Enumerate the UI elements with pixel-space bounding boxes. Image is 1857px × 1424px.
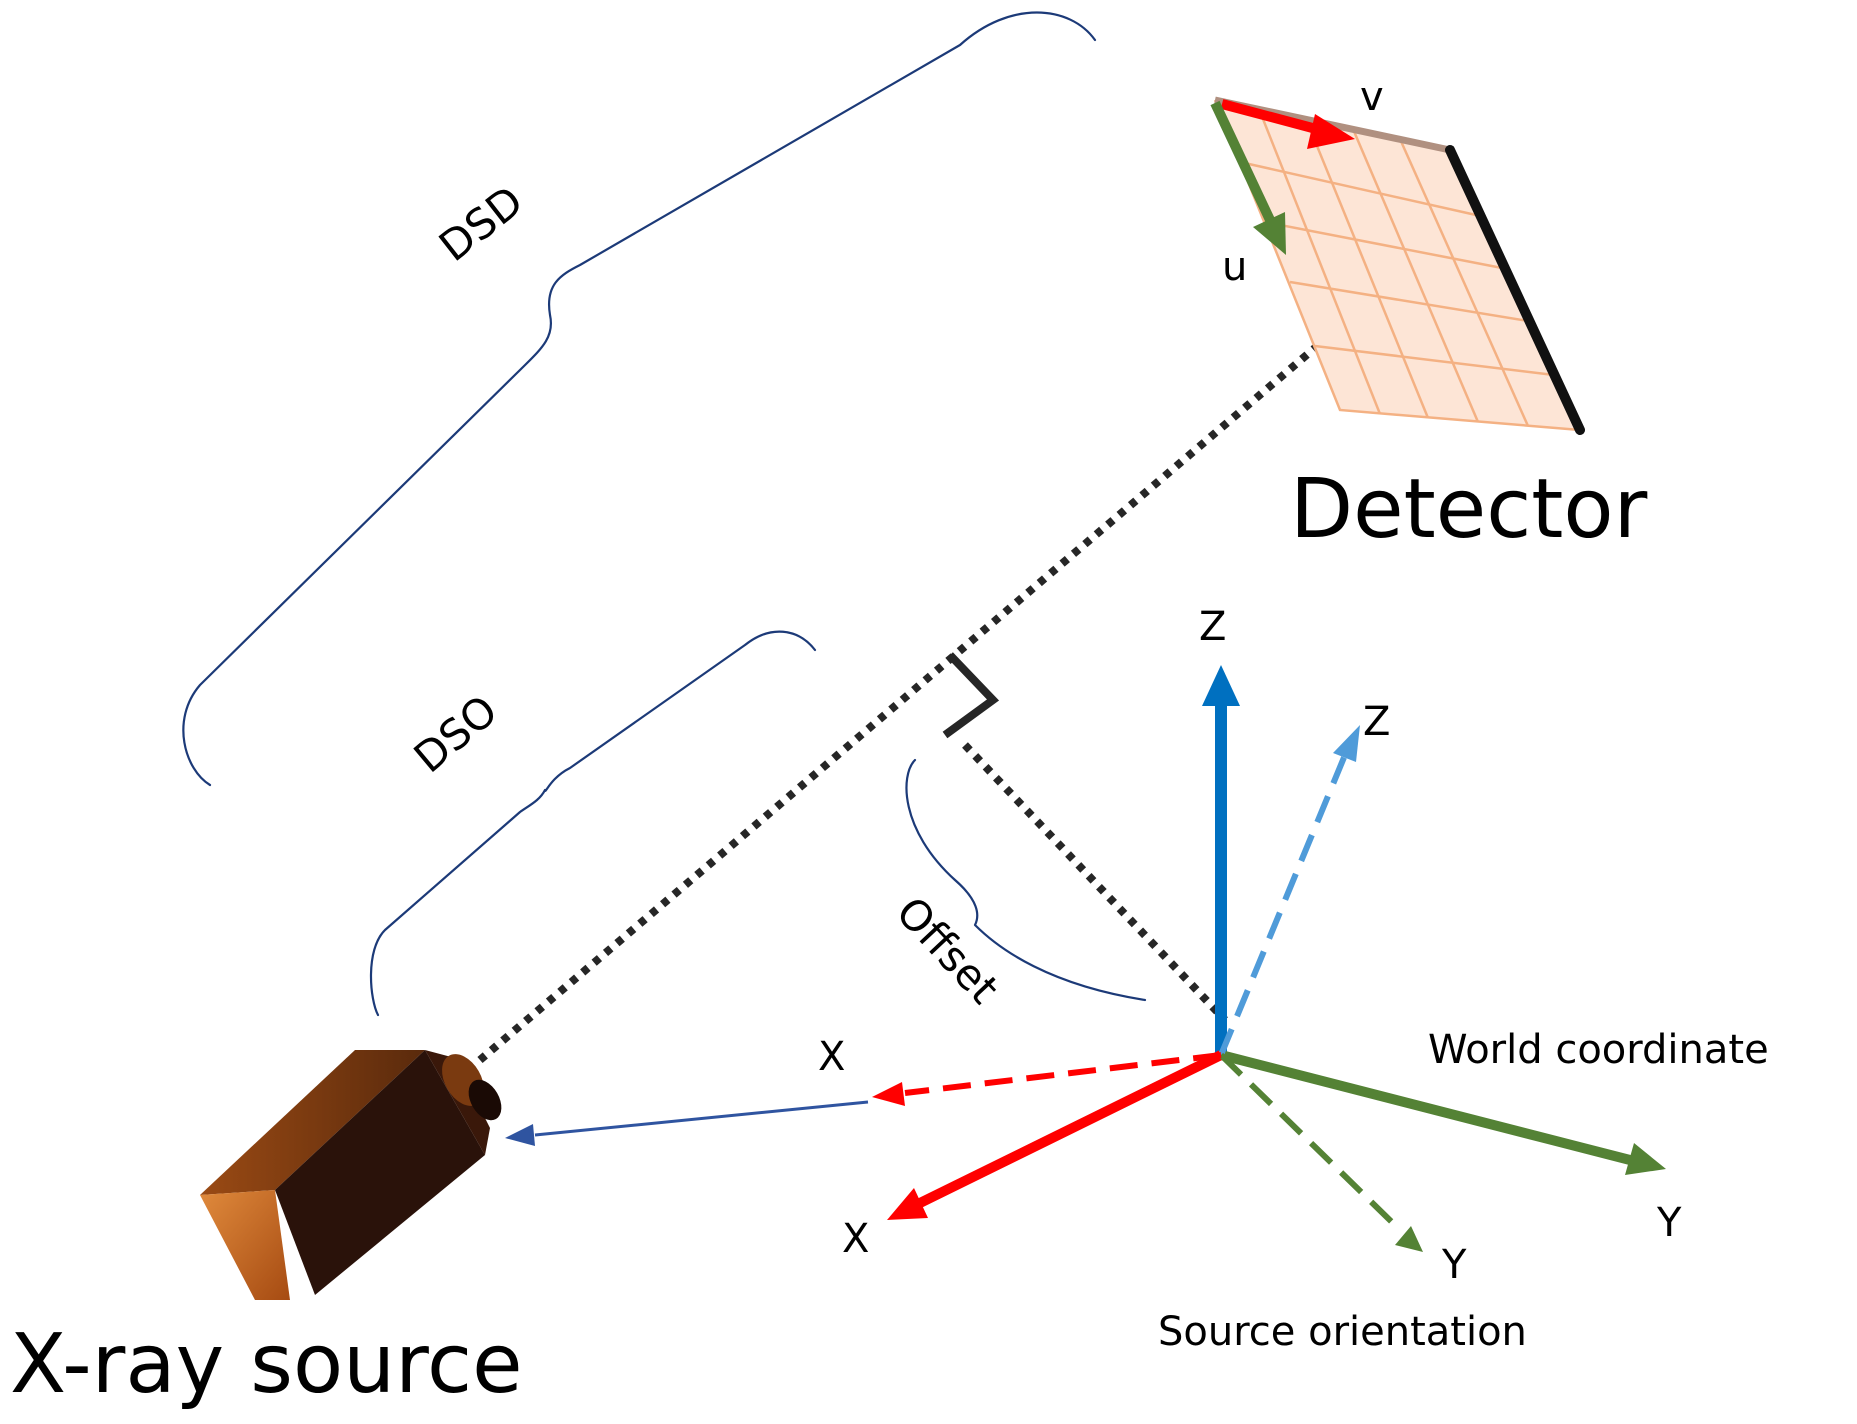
source-y-label: Y [1441,1242,1467,1288]
offset-label: Offset [887,887,1009,1013]
detector-u-arrow [1210,100,1275,223]
world-y-label: Y [1656,1200,1682,1246]
detector-label: Detector [1290,462,1648,557]
source-z-label: Z [1363,699,1390,745]
world-y-arrowhead [1625,1143,1666,1175]
dso-label: DSO [405,686,507,783]
x-ray-tube-icon [200,1050,502,1300]
central-ray-line [477,291,1380,1064]
detector-v-arrow [1220,99,1322,135]
dsd-brace [182,11,1097,787]
flat-panel-detector-icon [1213,96,1585,435]
world-coordinate-axes [887,665,1666,1220]
source-x-label: X [818,1034,845,1080]
source-z-arrowhead [1333,725,1360,762]
source-y-arrowhead [1395,1226,1423,1252]
detector-u-label: u [1222,244,1247,290]
detector-v-label: v [1360,74,1384,120]
x-ray-source-label: X-ray source [10,1317,523,1412]
source-z-axis [1218,753,1348,1057]
source-x-arrowhead [872,1082,905,1106]
source-orientation-label: Source orientation [1158,1309,1527,1355]
world-z-arrowhead [1202,665,1240,706]
right-angle-marker [942,652,1000,739]
source-orientation-axes [872,725,1423,1252]
source-direction-arrowhead [505,1124,535,1146]
world-y-axis [1219,1050,1632,1165]
detector-u-arrowhead [1253,212,1286,255]
source-direction-arrow [534,1100,869,1137]
detector-v-arrowhead [1307,114,1355,149]
offset-line [962,742,1228,1023]
world-z-label: Z [1199,604,1226,650]
offset-brace [905,758,1147,1002]
world-x-axis [917,1050,1224,1208]
dso-brace [369,630,817,1017]
source-x-axis [904,1052,1222,1096]
dsd-label: DSD [430,176,532,271]
world-x-arrowhead [887,1188,928,1220]
world-x-label: X [842,1216,869,1262]
world-coordinate-label: World coordinate [1428,1027,1769,1073]
